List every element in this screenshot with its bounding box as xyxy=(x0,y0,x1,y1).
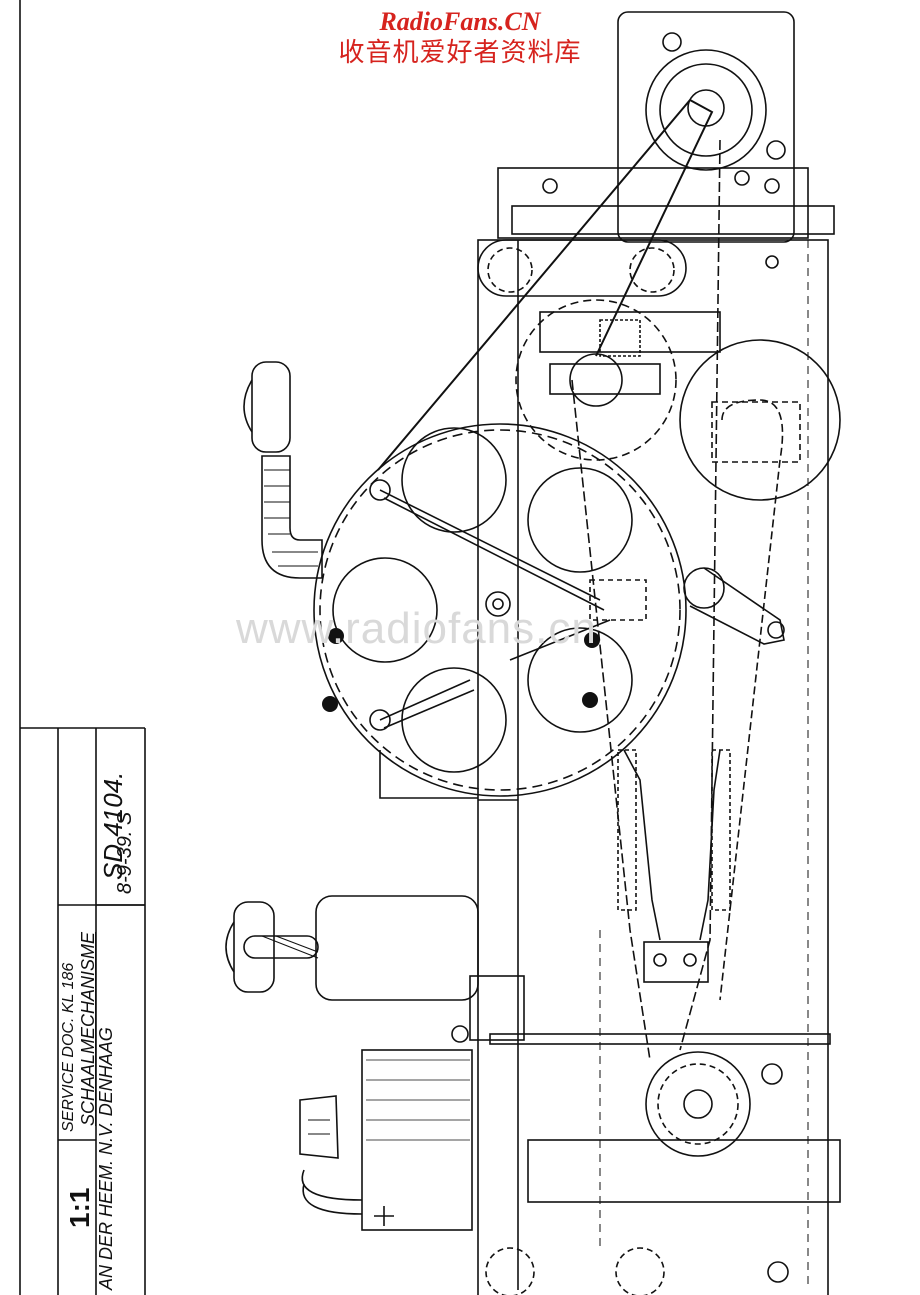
disc-hole-2 xyxy=(401,427,507,533)
fixing-dot-4 xyxy=(582,692,598,708)
site-name: RadioFans.CN xyxy=(379,7,541,36)
top-knob xyxy=(251,361,291,453)
disc-hole-4 xyxy=(401,667,507,773)
screw-mount-1 xyxy=(542,178,558,194)
drive-cord-2 xyxy=(679,139,721,1051)
screw-mount-2 xyxy=(734,170,750,186)
watermark: www.radiofans.cn xyxy=(236,604,597,653)
disc-hole-3 xyxy=(527,467,633,573)
screw-top-2 xyxy=(766,140,786,160)
spring-clamp xyxy=(643,941,709,983)
fixing-dot-3 xyxy=(584,632,600,648)
disc-hole-5 xyxy=(527,627,633,733)
screw-top-1 xyxy=(662,32,682,52)
top-arm xyxy=(617,11,795,243)
knob-shaft xyxy=(261,455,323,579)
fixing-dot-1 xyxy=(328,628,344,644)
screw-mount-3 xyxy=(764,178,780,194)
disc-pin-top xyxy=(369,479,391,501)
title-scale: 1:1 xyxy=(64,1187,95,1228)
drive-cord-1 xyxy=(377,98,714,471)
top-bracket-bar xyxy=(511,205,835,235)
right-large-wheel xyxy=(679,339,841,501)
motor-body xyxy=(315,895,479,1001)
main-disc xyxy=(313,423,687,797)
title-date: 8-9-39. S xyxy=(114,811,136,894)
site-header: RadioFans.CN 收音机爱好者资料库 xyxy=(0,8,920,70)
bottom-pulley xyxy=(645,1051,751,1157)
disc-pin-bottom xyxy=(369,709,391,731)
disc-hub xyxy=(485,591,511,617)
title-company: AN DER HEEM. N.V. DENHAAG xyxy=(96,1027,116,1290)
drive-roller xyxy=(569,353,623,407)
top-mount xyxy=(497,167,809,239)
title-document: SERVICE DOC. KL 186 xyxy=(60,962,77,1132)
transformer xyxy=(361,1049,473,1231)
lever-pivot xyxy=(683,567,725,609)
middle-knob xyxy=(233,901,275,993)
main-chassis xyxy=(477,239,829,1295)
drive-cord-3 xyxy=(571,379,651,1061)
top-pulley xyxy=(645,49,767,171)
site-subtitle: 收音机爱好者资料库 xyxy=(338,38,582,68)
disc-hole-1 xyxy=(332,557,438,663)
fixing-dot-2 xyxy=(322,696,338,712)
upper-roller-track xyxy=(477,239,687,297)
